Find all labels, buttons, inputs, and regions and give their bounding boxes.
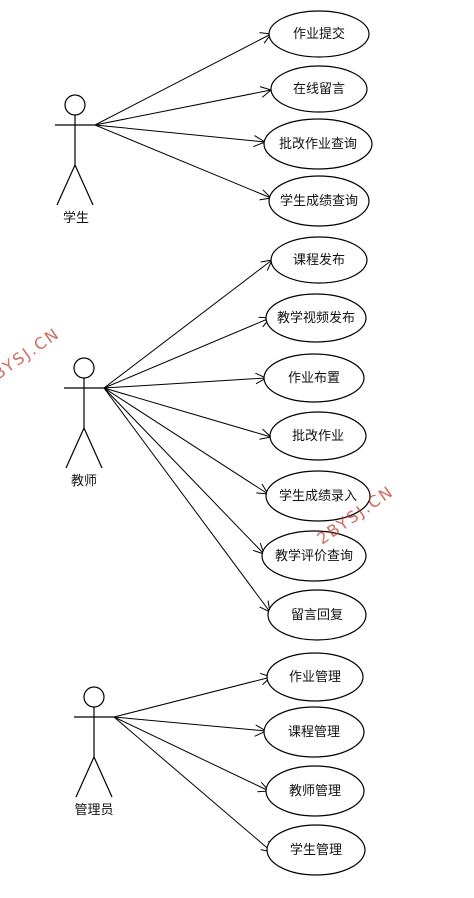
use-case-graded-homework-query: 批改作业查询: [263, 118, 373, 170]
use-case-label: 课程管理: [288, 725, 340, 740]
use-case-student-grade-entry: 学生成绩录入: [265, 470, 371, 522]
use-case-label: 留言回复: [291, 608, 343, 623]
use-case-label: 作业布置: [288, 371, 340, 386]
actor-teacher: 教师: [64, 357, 104, 489]
use-case-homework-assign: 作业布置: [263, 353, 365, 403]
use-case-label: 批改作业: [292, 429, 344, 444]
use-case-label: 作业提交: [293, 26, 345, 42]
use-case-student-management: 学生管理: [266, 824, 366, 876]
actor-right-leg: [74, 164, 94, 206]
association-arrow: [113, 676, 272, 718]
arrow-group-admin: [113, 672, 273, 853]
association-arrow: [94, 124, 266, 143]
use-case-online-message: 在线留言: [270, 65, 368, 113]
association-arrow: [94, 33, 272, 126]
actor-label: 管理员: [74, 803, 113, 818]
use-case-homework-submit: 作业提交: [268, 10, 370, 58]
actor-admin: 管理员: [74, 686, 114, 818]
actor-label: 教师: [71, 473, 97, 489]
actor-left-leg: [56, 164, 76, 206]
association-arrow: [103, 317, 271, 389]
actor-label: 学生: [63, 210, 89, 226]
actor-head: [64, 94, 86, 116]
use-case-label: 学生成绩录入: [279, 488, 357, 504]
association-arrow: [113, 716, 267, 732]
use-case-label: 学生管理: [290, 842, 342, 858]
association-arrow: [94, 124, 272, 199]
association-arrow: [103, 387, 269, 495]
association-arrow: [94, 89, 272, 126]
actor-left-leg: [65, 427, 85, 469]
use-case-label: 教学评价查询: [275, 548, 353, 564]
actor-student: 学生: [55, 94, 95, 226]
association-arrow: [113, 716, 270, 792]
actor-head: [73, 357, 95, 379]
use-case-label: 作业管理: [289, 670, 341, 685]
use-case-homework-grading: 批改作业: [269, 411, 367, 461]
use-case-course-management: 课程管理: [263, 706, 365, 758]
arrow-group-teacher: [103, 259, 273, 613]
association-arrow: [103, 377, 267, 389]
association-arrow: [113, 716, 273, 853]
watermark: BYSJ.CN: [0, 324, 63, 384]
association-arrow: [103, 387, 272, 438]
actor-head: [83, 686, 105, 708]
use-case-teacher-management: 教师管理: [265, 765, 365, 817]
use-case-label: 课程发布: [293, 252, 345, 268]
use-case-label: 教师管理: [289, 783, 341, 799]
use-case-homework-management: 作业管理: [266, 652, 364, 702]
use-case-course-publish: 课程发布: [270, 236, 368, 284]
use-case-label: 教学视频发布: [277, 310, 355, 326]
use-case-message-reply: 留言回复: [267, 589, 367, 641]
actor-right-leg: [83, 427, 103, 469]
association-arrow: [103, 387, 271, 613]
use-case-label: 学生成绩查询: [280, 193, 358, 209]
use-case-label: 批改作业查询: [279, 137, 357, 152]
arrow-group-student: [94, 32, 273, 201]
use-case-teaching-evaluation-query: 教学评价查询: [261, 530, 367, 582]
use-case-teaching-video-publish: 教学视频发布: [265, 293, 367, 343]
use-case-label: 在线留言: [293, 82, 345, 97]
association-arrow: [103, 387, 265, 555]
use-case-student-grade-query: 学生成绩查询: [268, 175, 370, 227]
actor-right-leg: [93, 756, 113, 798]
association-arrow: [103, 259, 273, 389]
actor-left-leg: [75, 756, 95, 798]
